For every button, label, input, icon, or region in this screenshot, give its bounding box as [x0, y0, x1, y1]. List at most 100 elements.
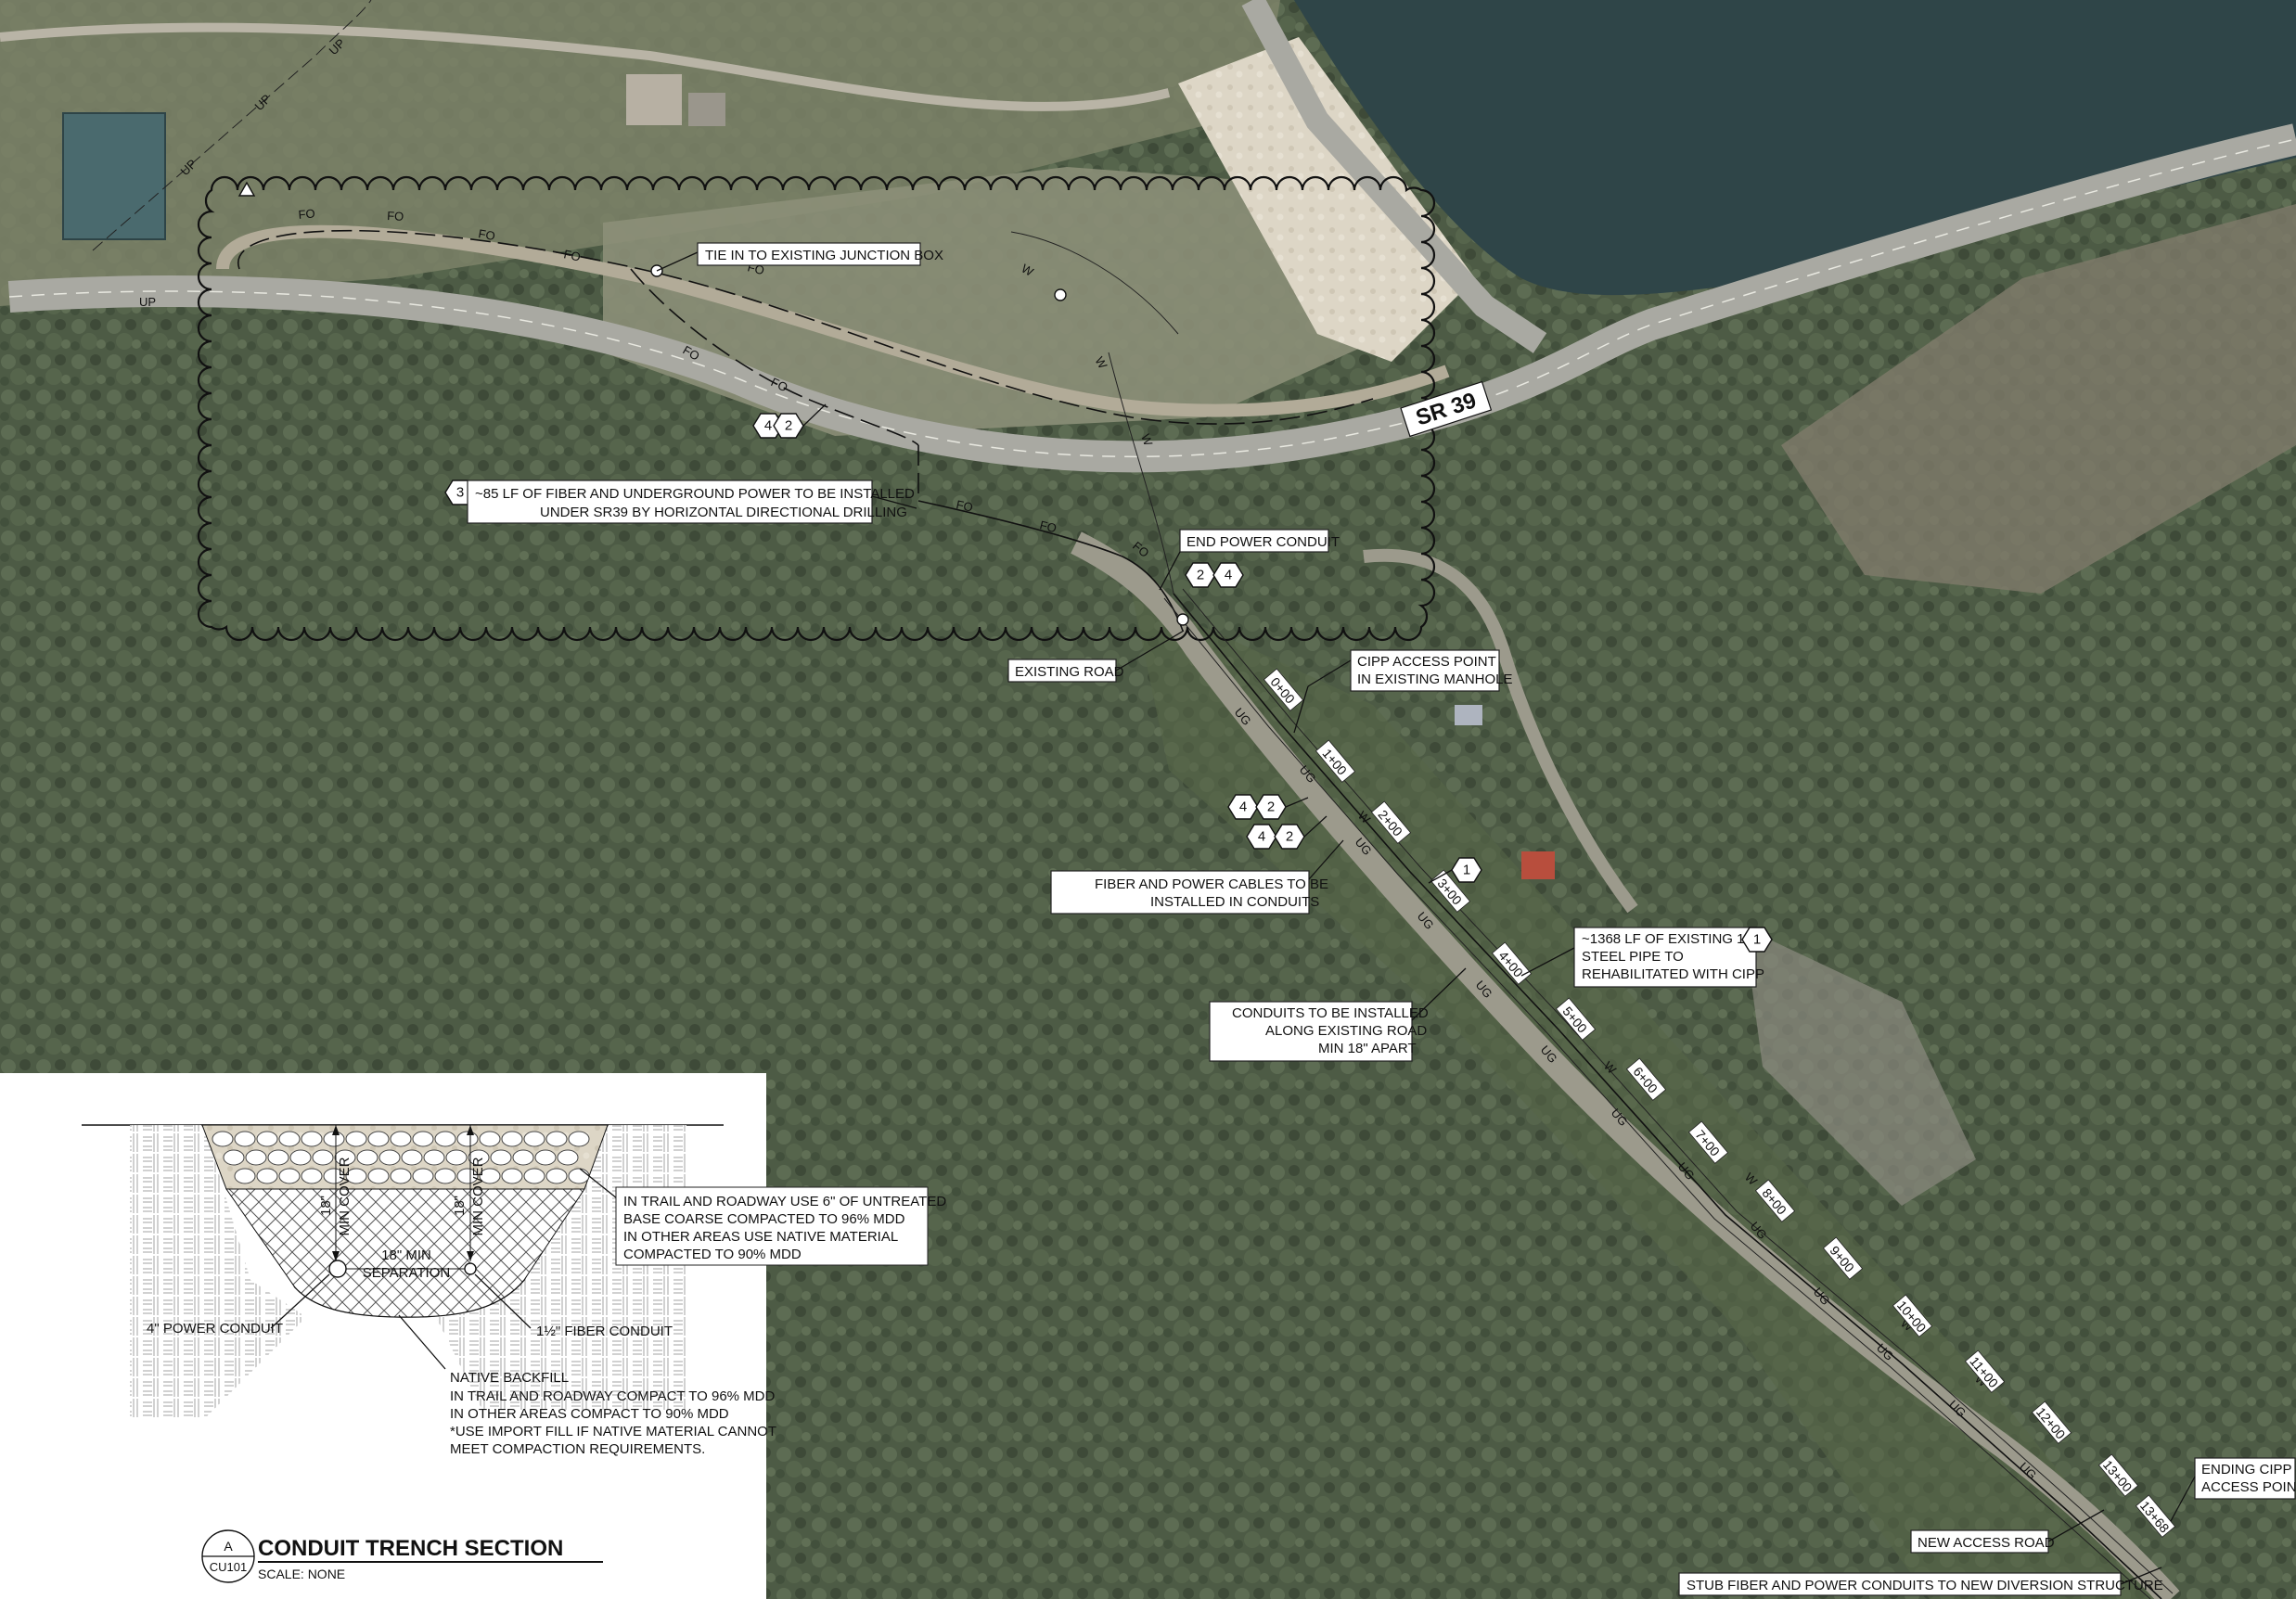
dam-slope [603, 167, 1392, 436]
end-power-conduit-callout: END POWER CONDUIT 2 4 [1159, 529, 1340, 591]
svg-text:BASE COARSE COMPACTED TO 96% M: BASE COARSE COMPACTED TO 96% MDD [623, 1211, 905, 1227]
hdd-callout: 3 ~85 LF OF FIBER AND UNDERGROUND POWER … [444, 480, 917, 524]
svg-text:MIN COVER: MIN COVER [470, 1157, 486, 1235]
section-title: CONDUIT TRENCH SECTION [258, 1536, 563, 1561]
native-backfill-layer [225, 1188, 585, 1318]
svg-text:UNDER SR39 BY HORIZONTAL DIREC: UNDER SR39 BY HORIZONTAL DIRECTIONAL DRI… [540, 505, 907, 520]
svg-text:END POWER CONDUIT: END POWER CONDUIT [1186, 534, 1340, 550]
keynote-1-a: 1 [1428, 857, 1482, 884]
station-label: 6+00 [1625, 1057, 1667, 1101]
line-tag: FO [562, 247, 582, 263]
svg-text:~85 LF OF FIBER AND UNDERGROUN: ~85 LF OF FIBER AND UNDERGROUND POWER TO… [475, 486, 915, 502]
overhead-power-line [92, 0, 372, 251]
svg-text:2: 2 [1286, 829, 1293, 845]
base-cobbles [212, 1131, 590, 1184]
eroded-slope [1781, 204, 2296, 594]
svg-text:NATIVE BACKFILL: NATIVE BACKFILL [450, 1370, 569, 1386]
svg-text:NEW ACCESS ROAD: NEW ACCESS ROAD [1918, 1535, 2055, 1551]
reservoir [1294, 0, 2296, 296]
new-access-road-callout: NEW ACCESS ROAD [1910, 1509, 2105, 1554]
cipp-access-callout: CIPP ACCESS POINT IN EXISTING MANHOLE [1293, 649, 1513, 734]
utility-lines [92, 0, 2174, 1599]
waterline-north [1010, 231, 1179, 335]
svg-text:IN TRAIL AND ROADWAY USE 6" OF: IN TRAIL AND ROADWAY USE 6" OF UNTREATED [623, 1194, 946, 1209]
svg-text:MEET COMPACTION REQUIREMENTS.: MEET COMPACTION REQUIREMENTS. [450, 1441, 705, 1457]
manhole-symbol-2 [1176, 613, 1189, 626]
fiber-spur [630, 268, 919, 446]
svg-text:4: 4 [1239, 800, 1247, 815]
steel-pipe-callout: ~1368 LF OF EXISTING 16" STEEL PIPE TO R… [1520, 927, 1773, 988]
svg-text:STEEL PIPE TO: STEEL PIPE TO [1582, 949, 1684, 965]
line-tag: FO [769, 375, 790, 394]
svg-text:REHABILITATED WITH CIPP: REHABILITATED WITH CIPP [1582, 966, 1764, 982]
line-tag: FO [955, 497, 974, 514]
keynote-group-4-2-a: 4 2 [752, 403, 827, 439]
river-canyon [1132, 594, 2161, 1599]
svg-text:IN OTHER AREAS USE NATIVE MATE: IN OTHER AREAS USE NATIVE MATERIAL [623, 1229, 898, 1245]
svg-text:EXISTING ROAD: EXISTING ROAD [1015, 664, 1124, 680]
manhole-symbol [1054, 288, 1067, 301]
revision-triangle [237, 181, 256, 197]
ending-cipp-callout: ENDING CIPP ACCESS POINT [2170, 1457, 2296, 1522]
svg-text:4: 4 [764, 418, 772, 434]
svg-text:STUB FIBER AND POWER CONDUITS: STUB FIBER AND POWER CONDUITS TO NEW DIV… [1687, 1578, 2163, 1593]
svg-text:CIPP ACCESS POINT: CIPP ACCESS POINT [1357, 654, 1496, 670]
svg-text:2: 2 [1197, 568, 1204, 583]
svg-text:4" POWER CONDUIT: 4" POWER CONDUIT [147, 1321, 283, 1337]
fiber-optic-line [237, 229, 1374, 425]
svg-text:MIN 18" APART: MIN 18" APART [1318, 1041, 1417, 1056]
callouts: TIE IN TO EXISTING JUNCTION BOX 4 2 3 ~8… [444, 242, 2296, 1596]
junction-box-callout: TIE IN TO EXISTING JUNCTION BOX [705, 248, 943, 263]
power-conduit-symbol [328, 1260, 347, 1278]
dirt-road [0, 22, 1171, 111]
svg-text:1½" FIBER CONDUIT: 1½" FIBER CONDUIT [536, 1324, 673, 1339]
shed [688, 93, 725, 126]
waterline-slope [1108, 352, 1174, 595]
existing-road [1071, 531, 2180, 1599]
svg-text:ACCESS POINT: ACCESS POINT [2201, 1479, 2296, 1495]
svg-text:1: 1 [1753, 932, 1761, 948]
svg-text:*USE IMPORT FILL IF NATIVE MAT: *USE IMPORT FILL IF NATIVE MATERIAL CANN… [450, 1424, 776, 1439]
small-building [626, 74, 682, 125]
svg-text:SEPARATION: SEPARATION [363, 1265, 450, 1281]
small-structure [1455, 705, 1482, 725]
svg-text:2: 2 [1267, 800, 1275, 815]
conduit-line-a [1182, 588, 2174, 1594]
svg-text:1: 1 [1463, 863, 1470, 878]
svg-text:MIN COVER: MIN COVER [337, 1157, 353, 1235]
revision-cloud [197, 175, 1436, 642]
red-roof-building [1521, 851, 1555, 879]
conduits-road-callout: CONDUITS TO BE INSTALLED ALONG EXISTING … [1209, 967, 1467, 1062]
svg-text:ALONG EXISTING ROAD: ALONG EXISTING ROAD [1265, 1023, 1427, 1039]
scree-slope [1744, 927, 1976, 1206]
svg-text:A: A [224, 1539, 233, 1554]
trench-section-panel: 18" MIN COVER 18" MIN COVER 18" MIN SEPA… [0, 1073, 946, 1599]
svg-text:18": 18" [452, 1196, 468, 1216]
conduit-line-b [1163, 597, 2151, 1599]
pipeline-centerline [1173, 593, 2162, 1599]
svg-text:3: 3 [456, 485, 464, 501]
svg-text:CU101: CU101 [210, 1560, 247, 1574]
dam-crest-road [1241, 0, 1547, 353]
svg-text:18": 18" [318, 1196, 334, 1216]
svg-text:INSTALLED IN CONDUITS: INSTALLED IN CONDUITS [1150, 894, 1319, 910]
line-tag: FO [1038, 518, 1058, 535]
existing-road-callout: EXISTING ROAD [1007, 630, 1185, 683]
svg-text:18" MIN: 18" MIN [381, 1247, 431, 1263]
trail [216, 224, 1450, 417]
line-tag: FO [298, 206, 315, 222]
svg-text:FIBER AND POWER CABLES TO BE: FIBER AND POWER CABLES TO BE [1095, 876, 1328, 892]
building [62, 112, 166, 240]
stub-fiber-callout: STUB FIBER AND POWER CONDUITS TO NEW DIV… [1678, 1567, 2163, 1596]
fiber-south [917, 500, 1184, 632]
svg-text:4: 4 [1258, 829, 1265, 845]
svg-text:IN EXISTING MANHOLE: IN EXISTING MANHOLE [1357, 672, 1513, 687]
dam-rock-face [1178, 37, 1475, 362]
line-tag: FO [477, 226, 495, 243]
line-tag: UP [139, 295, 156, 309]
svg-text:~1368 LF OF EXISTING 16": ~1368 LF OF EXISTING 16" [1582, 931, 1757, 947]
fiber-power-callout: FIBER AND POWER CABLES TO BE INSTALLED I… [1050, 839, 1344, 915]
svg-text:4: 4 [1225, 568, 1232, 583]
